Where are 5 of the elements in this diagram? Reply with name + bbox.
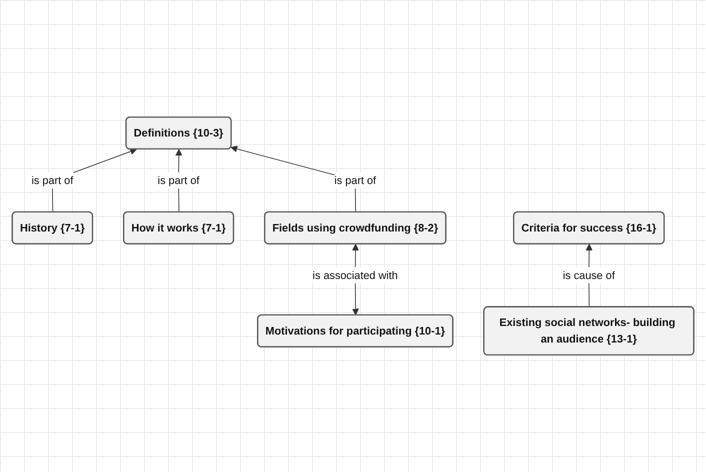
edge-label: is part of <box>158 174 200 186</box>
edge-label: is associated with <box>312 268 398 282</box>
edge-label: is cause of <box>562 268 615 282</box>
edge-label: is part of <box>31 174 74 186</box>
edge-label: is part of <box>334 174 376 186</box>
